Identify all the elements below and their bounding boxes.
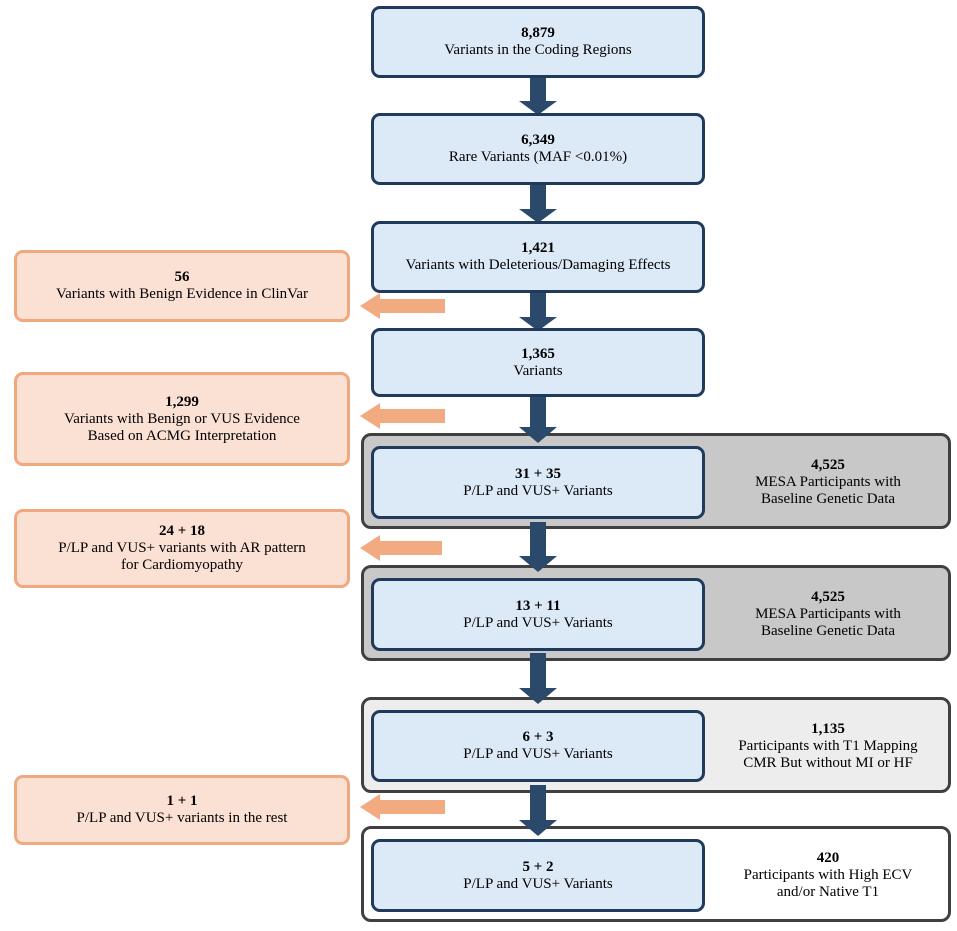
cohort-line: MESA Participants with — [755, 474, 901, 490]
down-arrow-7 — [519, 785, 557, 836]
left-arrow-1 — [360, 293, 445, 319]
left-arrow-2 — [360, 403, 445, 429]
down-arrow-5 — [519, 522, 557, 572]
step-label: P/LP and VUS+ Variants — [463, 746, 613, 762]
exclusion-box-3: 24 + 18 P/LP and VUS+ variants with AR p… — [14, 509, 350, 588]
cohort-line: and/or Native T1 — [776, 884, 880, 900]
step-label: P/LP and VUS+ Variants — [463, 482, 613, 499]
exclusion-count: 1 + 1 — [166, 793, 198, 809]
exclusion-box-1: 56 Variants with Benign Evidence in Clin… — [14, 250, 350, 322]
cohort-count: 420 — [816, 850, 840, 866]
cohort-count: 4,525 — [811, 589, 845, 605]
exclusion-line: for Cardiomyopathy — [120, 557, 244, 573]
step-box-1: 8,879 Variants in the Coding Regions — [371, 6, 705, 78]
step-label: P/LP and VUS+ Variants — [463, 614, 613, 631]
left-arrow-3 — [360, 535, 442, 561]
step-count: 1,365 — [521, 345, 555, 362]
step-count: 31 + 35 — [514, 465, 562, 482]
down-arrow-2 — [519, 185, 557, 223]
step-box-3: 1,421 Variants with Deleterious/Damaging… — [371, 221, 705, 293]
step-count: 1,421 — [521, 240, 555, 256]
exclusion-line: P/LP and VUS+ variants in the rest — [76, 810, 288, 826]
step-box-8: 5 + 2 P/LP and VUS+ Variants — [371, 839, 705, 912]
down-arrow-6 — [519, 653, 557, 704]
step-box-6: 13 + 11 P/LP and VUS+ Variants — [371, 578, 705, 651]
exclusion-box-4: 1 + 1 P/LP and VUS+ variants in the rest — [14, 775, 350, 845]
cohort-text-4: 420 Participants with High ECV and/or Na… — [712, 839, 944, 912]
cohort-text-1: 4,525 MESA Participants with Baseline Ge… — [712, 446, 944, 519]
step-label: Variants — [513, 362, 563, 379]
exclusion-line: Based on ACMG Interpretation — [87, 427, 277, 444]
cohort-text-3: 1,135 Participants with T1 Mapping CMR B… — [712, 710, 944, 782]
step-label: Rare Variants (MAF <0.01%) — [448, 149, 628, 165]
exclusion-box-2: 1,299 Variants with Benign or VUS Eviden… — [14, 372, 350, 466]
step-count: 6 + 3 — [522, 729, 554, 745]
left-arrow-4 — [360, 794, 445, 820]
step-label: Variants in the Coding Regions — [444, 42, 632, 58]
step-count: 13 + 11 — [515, 597, 561, 614]
step-box-5: 31 + 35 P/LP and VUS+ Variants — [371, 446, 705, 519]
step-count: 8,879 — [521, 25, 555, 41]
step-box-2: 6,349 Rare Variants (MAF <0.01%) — [371, 113, 705, 185]
cohort-line: MESA Participants with — [755, 606, 901, 622]
step-label: P/LP and VUS+ Variants — [463, 875, 613, 892]
cohort-line: CMR But without MI or HF — [743, 754, 913, 771]
cohort-line: Baseline Genetic Data — [760, 623, 896, 639]
step-count: 5 + 2 — [522, 858, 554, 875]
exclusion-line: Variants with Benign Evidence in ClinVar — [55, 286, 309, 302]
down-arrow-4 — [519, 397, 557, 443]
cohort-line: Participants with High ECV — [743, 867, 913, 883]
cohort-count: 4,525 — [811, 457, 845, 473]
exclusion-count: 56 — [174, 269, 190, 285]
exclusion-line: P/LP and VUS+ variants with AR pattern — [58, 540, 306, 556]
step-count: 6,349 — [521, 132, 555, 148]
exclusion-line: Variants with Benign or VUS Evidence — [64, 410, 300, 427]
cohort-text-2: 4,525 MESA Participants with Baseline Ge… — [712, 578, 944, 651]
down-arrow-3 — [519, 293, 557, 331]
step-box-4: 1,365 Variants — [371, 328, 705, 397]
step-label: Variants with Deleterious/Damaging Effec… — [405, 257, 671, 273]
step-box-7: 6 + 3 P/LP and VUS+ Variants — [371, 710, 705, 782]
exclusion-count: 1,299 — [165, 393, 199, 410]
exclusion-count: 24 + 18 — [158, 523, 206, 539]
down-arrow-1 — [519, 78, 557, 115]
cohort-count: 1,135 — [811, 720, 845, 737]
cohort-line: Participants with T1 Mapping — [738, 737, 918, 754]
cohort-line: Baseline Genetic Data — [760, 491, 896, 507]
